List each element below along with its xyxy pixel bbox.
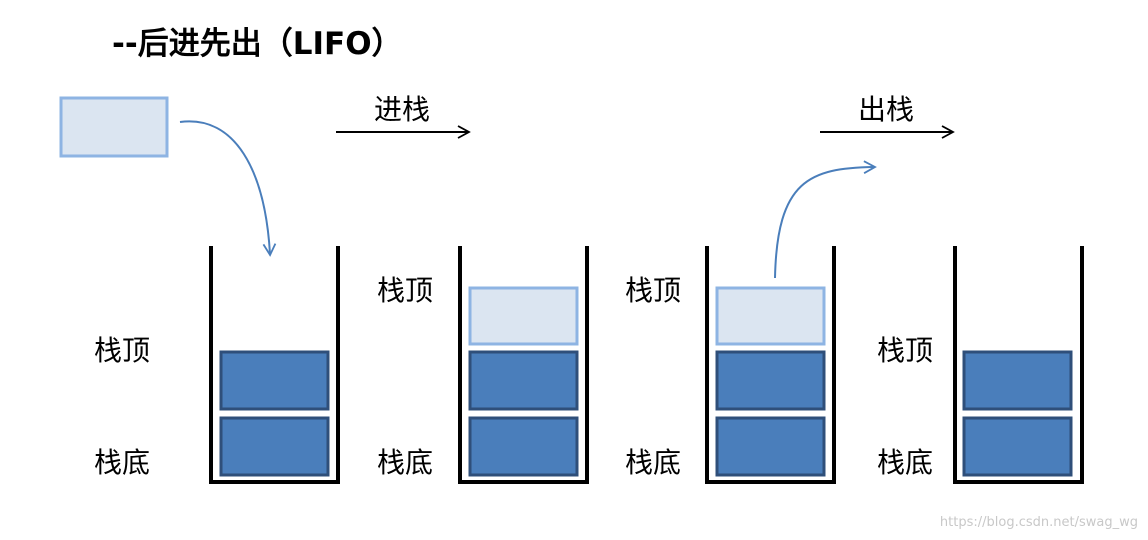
pop-curve-arrow [774, 160, 877, 279]
stack-1-bottom-label: 栈底 [94, 446, 151, 479]
stack-container [705, 246, 836, 484]
stack-4 [953, 246, 1084, 484]
stack-block-light [468, 286, 579, 346]
stack-2 [458, 246, 589, 484]
stack-block-dark [219, 416, 330, 477]
stack-block-light [715, 286, 826, 346]
stack-container [953, 246, 1084, 484]
stack-3-bottom-label: 栈底 [625, 446, 682, 479]
stack-block-dark [962, 416, 1073, 477]
stack-1 [209, 246, 340, 484]
pop-label: 出栈 [858, 93, 915, 126]
stack-2-top-label: 栈顶 [377, 274, 434, 307]
stack-block-dark [468, 350, 579, 411]
stack-1-top-label: 栈顶 [94, 334, 151, 367]
push-curve-arrow [179, 120, 277, 257]
stack-block-dark [219, 350, 330, 411]
stack-4-top-label: 栈顶 [877, 334, 934, 367]
watermark: https://blog.csdn.net/swag_wg [939, 515, 1138, 530]
stack-container [458, 246, 589, 484]
push-label: 进栈 [374, 93, 431, 126]
stack-block-dark [962, 350, 1073, 411]
stack-block-dark [715, 416, 826, 477]
stack-block-dark [468, 416, 579, 477]
incoming-element [59, 96, 169, 158]
stack-container [209, 246, 340, 484]
stack-2-bottom-label: 栈底 [377, 446, 434, 479]
diagram-title: --后进先出（LIFO） [112, 26, 403, 62]
stack-block-dark [715, 350, 826, 411]
stack-3 [705, 246, 836, 484]
stack-3-top-label: 栈顶 [625, 274, 682, 307]
stack-4-bottom-label: 栈底 [877, 446, 934, 479]
